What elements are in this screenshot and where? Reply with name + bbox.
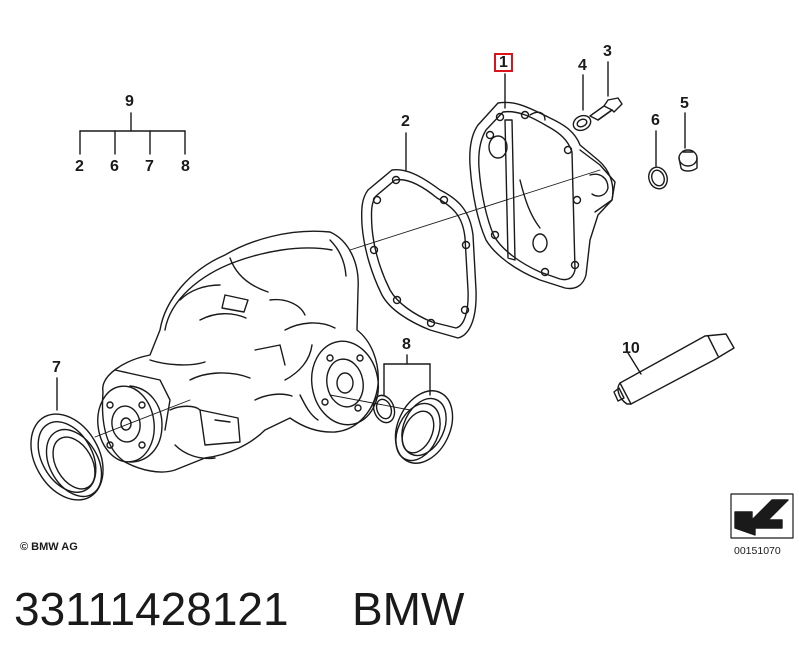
callout-1-highlighted[interactable]: 1 (494, 53, 513, 72)
final-drive-cover (469, 101, 616, 290)
callout-2: 2 (401, 113, 410, 130)
radial-seal-left (30, 413, 104, 501)
callout-9-sub-8: 8 (181, 158, 190, 175)
sealant-tube (613, 333, 735, 405)
part-number: 33111428121 (14, 583, 289, 635)
callout-3: 3 (603, 43, 612, 60)
callout-9-sub-2: 2 (75, 158, 84, 175)
radial-seal-right (394, 390, 454, 464)
document-reference-icon (730, 493, 794, 539)
callout-10: 10 (622, 340, 640, 357)
callout-9: 9 (125, 93, 134, 110)
callout-9-sub-7: 7 (145, 158, 154, 175)
brand-name: BMW (352, 583, 465, 635)
callout-7: 7 (52, 359, 61, 376)
hex-bolt (589, 97, 623, 121)
output-flange (310, 340, 380, 426)
callout-4: 4 (578, 57, 587, 74)
callout-5: 5 (680, 95, 689, 112)
input-flange (97, 385, 163, 463)
callout-6: 6 (651, 112, 660, 129)
callout-8: 8 (402, 336, 411, 353)
leader-lines (56, 61, 686, 411)
callout-9-sub-6: 6 (110, 158, 119, 175)
differential-housing (101, 230, 379, 473)
callout-9-bracket (79, 112, 186, 155)
gasket-ring (648, 166, 668, 190)
seal-washer (572, 114, 592, 132)
document-number: 00151070 (734, 545, 781, 557)
copyright-notice: © BMW AG (20, 541, 78, 553)
cover-gasket (360, 168, 477, 339)
assembly-axis-lines (94, 169, 601, 438)
o-ring-right (372, 394, 396, 424)
screw-plug (678, 149, 698, 172)
